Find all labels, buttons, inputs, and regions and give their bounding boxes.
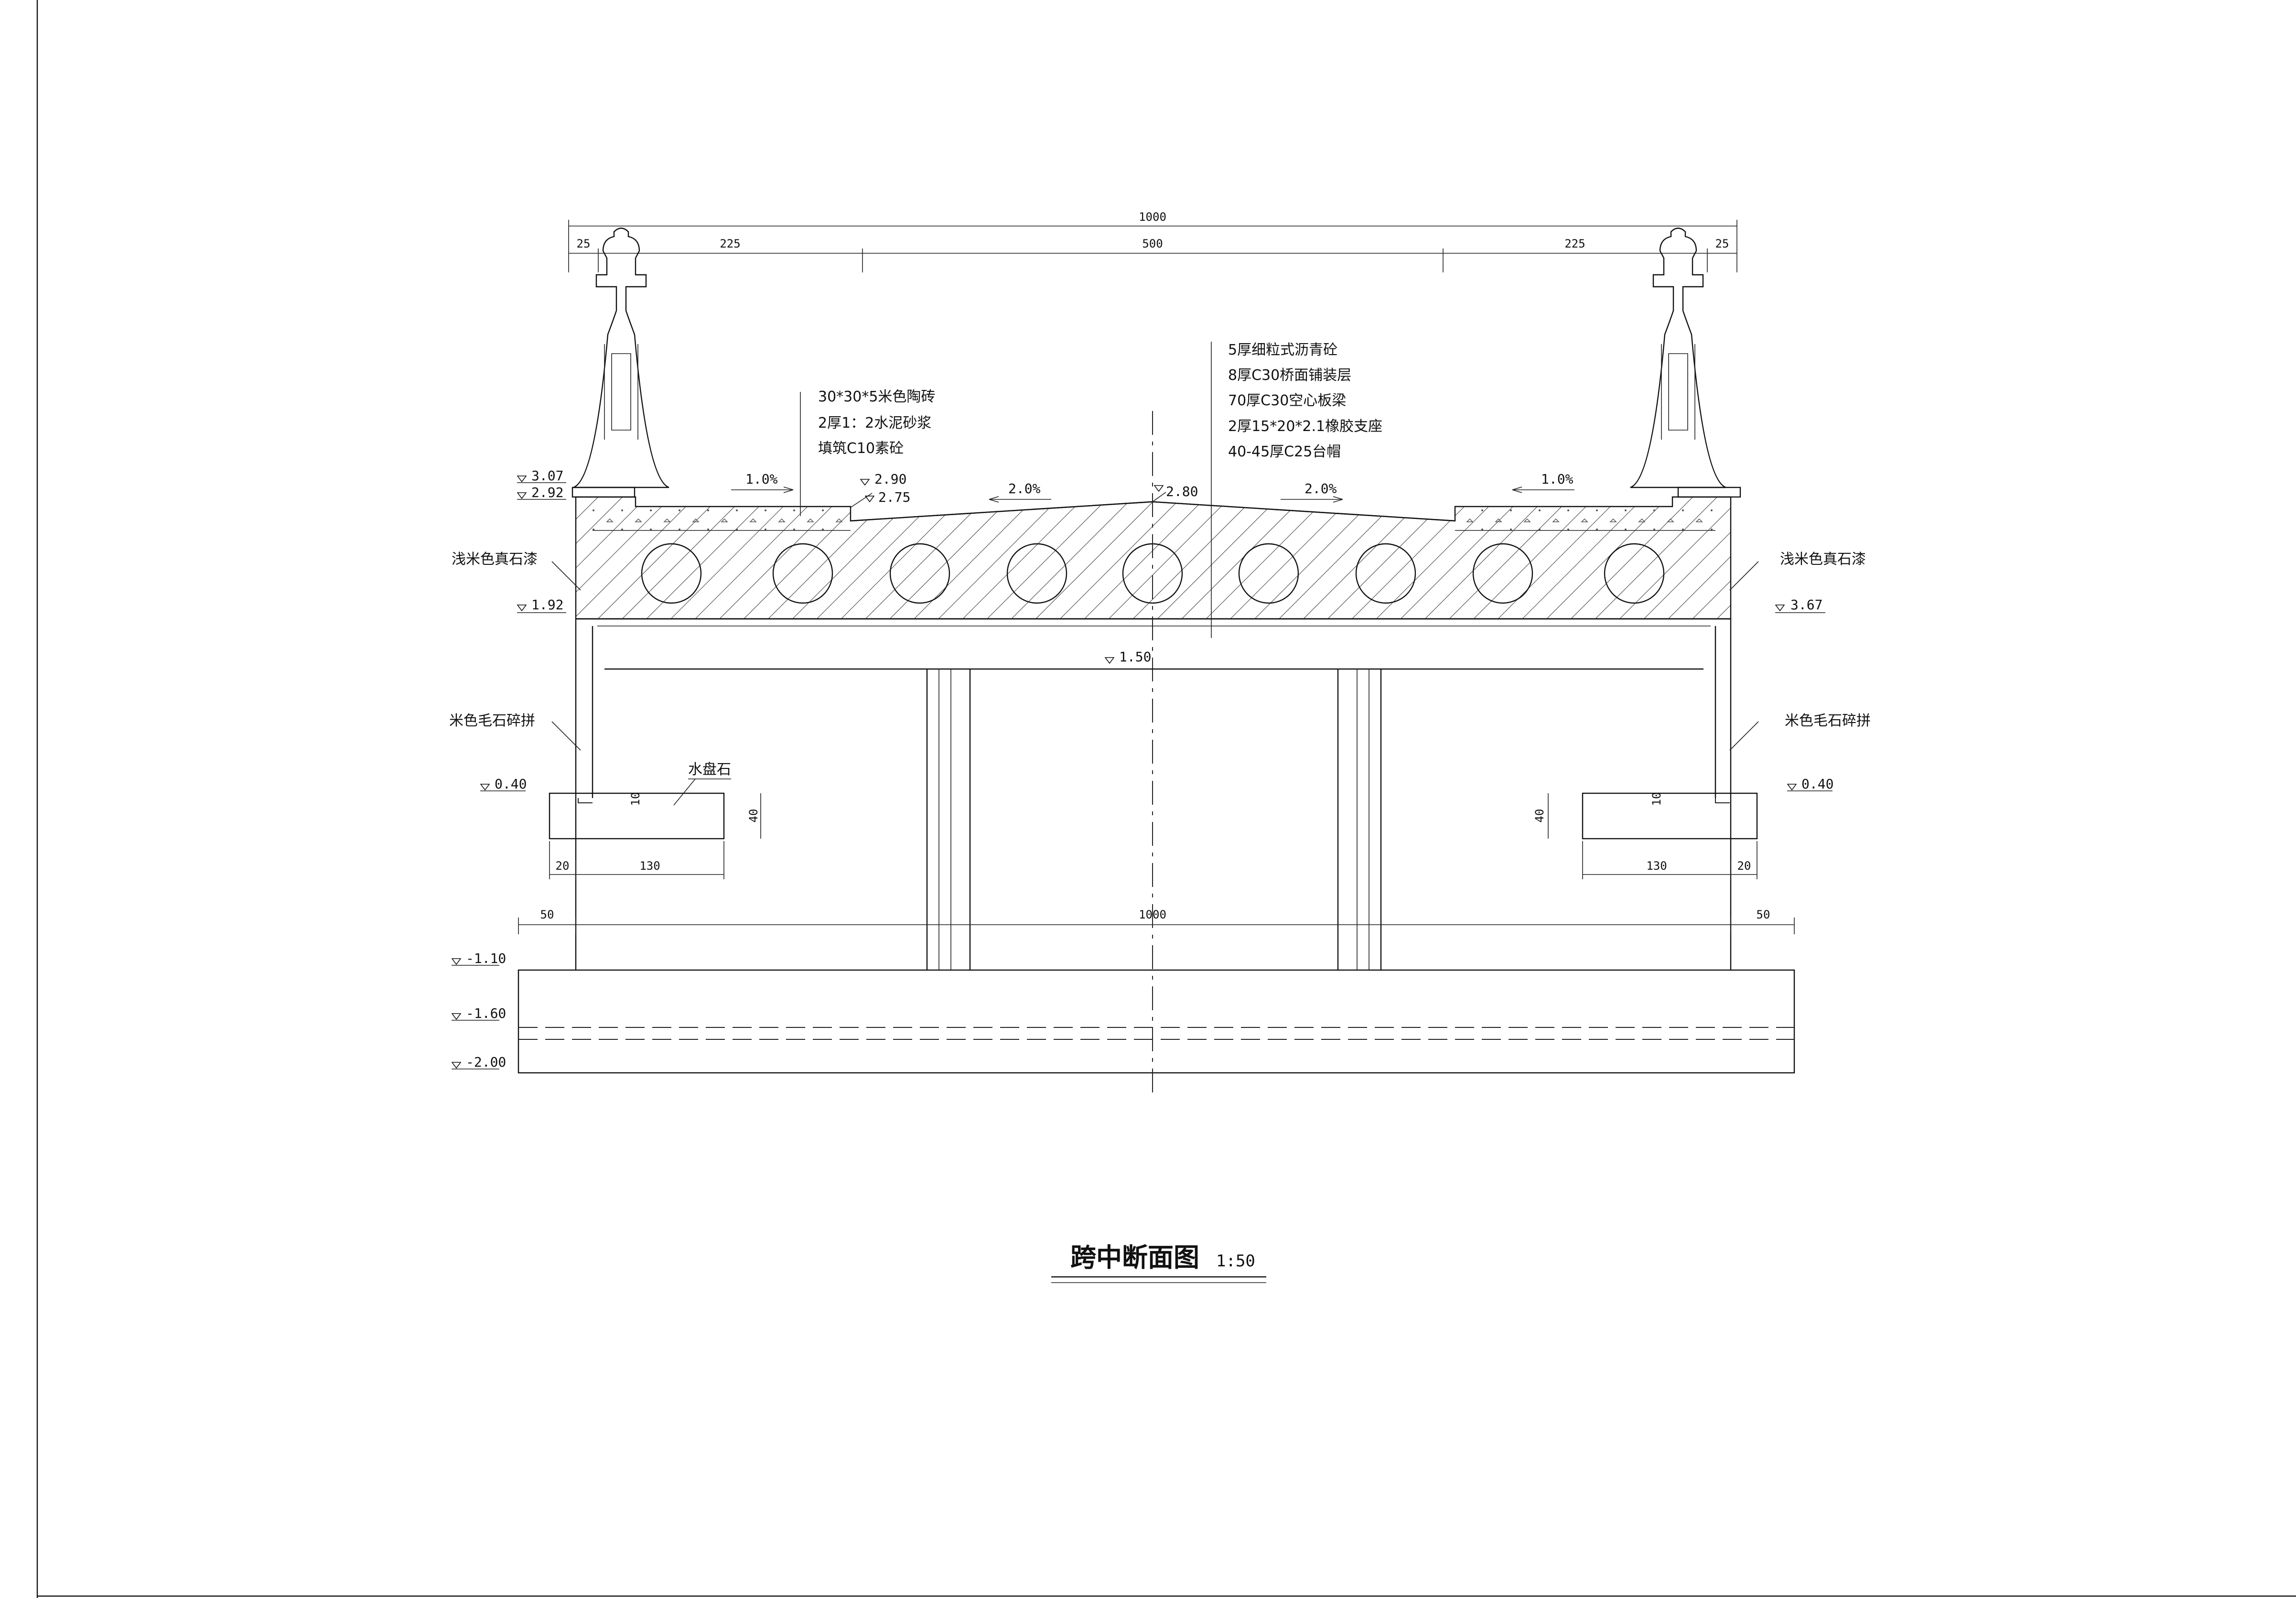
top-dimension-chain: 1000 25 225 500 225 25 bbox=[568, 210, 1737, 272]
level-ground-left: 0.40 bbox=[495, 776, 527, 792]
dim-total-width: 1000 bbox=[1139, 210, 1166, 224]
facing-right-label: 浅米色真石漆 bbox=[1780, 551, 1866, 568]
left-lamp-post bbox=[571, 227, 669, 498]
drawing-scale: 1:50 bbox=[1216, 1252, 1255, 1271]
sidewalk-layer-callout: 30*30*5米色陶砖 2厚1：2水泥砂浆 填筑C10素砼 bbox=[800, 389, 935, 516]
deck-layer-5: 40-45厚C25台帽 bbox=[1228, 443, 1341, 460]
level-rail-top: 3.07 bbox=[531, 468, 563, 484]
deck-layer-callout: 5厚细粒式沥青砼 8厚C30桥面铺装层 70厚C30空心板梁 2厚15*20*2… bbox=[1211, 342, 1382, 638]
footing-dimensions: 20 130 130 20 40 40 10 10 bbox=[549, 792, 1757, 879]
elevation-marks: 3.07 2.92 1.92 3.67 2.90 2.75 2.80 1.50 … bbox=[452, 468, 1833, 1070]
deck-layer-3: 70厚C30空心板梁 bbox=[1228, 392, 1346, 409]
slope-road-left: 2.0% bbox=[1008, 481, 1041, 497]
level-sidewalk: 2.90 bbox=[874, 471, 906, 487]
sidewalk-layer-2: 2厚1：2水泥砂浆 bbox=[818, 415, 931, 432]
sidewalk-layer-3: 填筑C10素砼 bbox=[818, 440, 904, 457]
level-crown: 2.80 bbox=[1166, 484, 1198, 499]
dim-right-rail: 25 bbox=[1715, 237, 1729, 250]
level-ground-right: 0.40 bbox=[1801, 776, 1833, 792]
level-curb: 2.75 bbox=[878, 489, 910, 505]
dim-footing-right-width: 130 bbox=[1646, 859, 1667, 873]
dim-right-sidewalk: 225 bbox=[1564, 237, 1585, 250]
deck-layer-1: 5厚细粒式沥青砼 bbox=[1228, 342, 1337, 358]
facing-left-label: 浅米色真石漆 bbox=[452, 551, 538, 568]
right-footing bbox=[1582, 792, 1758, 840]
stone-right-label: 米色毛石碎拼 bbox=[1785, 713, 1871, 729]
dim-footing-left-width: 130 bbox=[639, 859, 660, 873]
dim-footing-left-inset: 10 bbox=[629, 792, 642, 806]
dim-footing-right-height: 40 bbox=[1533, 809, 1546, 823]
drawing-title: 跨中断面图 bbox=[1070, 1242, 1199, 1273]
dim-left-sidewalk: 225 bbox=[720, 237, 740, 250]
dim-roadway: 500 bbox=[1142, 237, 1163, 250]
level-base-mid: -1.60 bbox=[466, 1005, 506, 1021]
dim-footing-left-edge: 20 bbox=[556, 859, 570, 873]
dim-left-rail: 25 bbox=[577, 237, 591, 250]
left-footing bbox=[549, 792, 725, 840]
substructure bbox=[575, 619, 1732, 970]
level-base-bottom: -2.00 bbox=[466, 1054, 506, 1070]
sheet-frame bbox=[36, 0, 2296, 1598]
deck-slab bbox=[575, 496, 1732, 626]
dim-base-right: 50 bbox=[1757, 908, 1770, 921]
drawing-title-block: 跨中断面图 1:50 bbox=[1051, 1242, 1266, 1283]
slope-road-right: 2.0% bbox=[1304, 481, 1337, 497]
level-rail-seat: 2.92 bbox=[531, 485, 563, 500]
slope-arrows: 1.0% 2.0% 2.0% 1.0% bbox=[731, 471, 1574, 503]
right-lamp-post bbox=[1630, 227, 1741, 498]
dim-footing-left-height: 40 bbox=[747, 809, 760, 823]
dim-footing-right-inset: 10 bbox=[1650, 792, 1663, 806]
base-slab: 50 1000 50 bbox=[517, 908, 1795, 1074]
dim-base-left: 50 bbox=[540, 908, 554, 921]
level-slab-bottom-left: 1.92 bbox=[531, 597, 563, 613]
level-slab-bottom-right: 3.67 bbox=[1790, 597, 1822, 613]
level-cap-bottom: 1.50 bbox=[1119, 649, 1151, 665]
deck-layer-4: 2厚15*20*2.1橡胶支座 bbox=[1228, 418, 1382, 435]
dim-footing-right-edge: 20 bbox=[1737, 859, 1751, 873]
stone-left-label: 米色毛石碎拼 bbox=[449, 713, 535, 729]
sidewalk-layer-1: 30*30*5米色陶砖 bbox=[818, 389, 935, 405]
slope-sidewalk-right: 1.0% bbox=[1541, 471, 1574, 487]
slope-sidewalk-left: 1.0% bbox=[745, 471, 778, 487]
material-labels: 浅米色真石漆 浅米色真石漆 米色毛石碎拼 米色毛石碎拼 水盘石 bbox=[449, 551, 1871, 806]
level-base-top: -1.10 bbox=[466, 950, 506, 966]
water-stone-label: 水盘石 bbox=[688, 761, 731, 778]
deck-layer-2: 8厚C30桥面铺装层 bbox=[1228, 367, 1351, 384]
